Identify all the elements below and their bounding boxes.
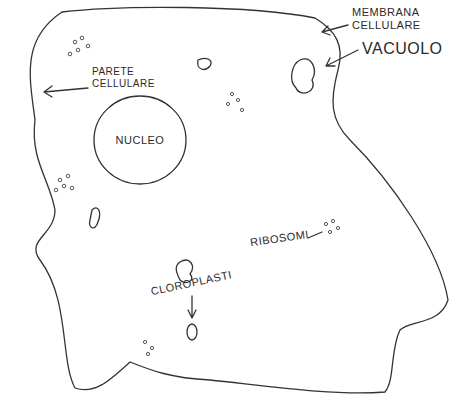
label-holder: PARETE CELLULARE bbox=[92, 66, 176, 89]
vacuole bbox=[198, 58, 211, 69]
part-label: PARETE CELLULARE bbox=[92, 66, 176, 89]
label-holder: CLOROPLASTI bbox=[150, 267, 241, 298]
granules bbox=[54, 36, 339, 355]
nucleus-circle: NUCLEO bbox=[92, 92, 188, 188]
part-label: CLOROPLASTI bbox=[150, 267, 241, 298]
vacuole bbox=[292, 59, 315, 93]
cell-outline bbox=[30, 7, 448, 393]
chloroplast bbox=[187, 324, 197, 340]
label-holder: RIBOSOMI bbox=[249, 228, 310, 249]
label-holder: MEMBRANA CELLULARE bbox=[352, 6, 452, 31]
leader-arrow bbox=[44, 86, 88, 97]
vacuole bbox=[90, 208, 100, 228]
organelle-name: NUCLEO bbox=[116, 134, 165, 146]
leader-arrow bbox=[322, 25, 348, 35]
part-label: RIBOSOMI bbox=[249, 228, 310, 249]
label-holder: VACUOLO bbox=[362, 40, 457, 58]
part-label: MEMBRANA CELLULARE bbox=[352, 6, 452, 31]
leader-arrow bbox=[188, 296, 196, 318]
leader-tick bbox=[308, 232, 322, 238]
nucleus-outline bbox=[94, 96, 186, 184]
leader-arrow bbox=[326, 50, 358, 66]
part-label: VACUOLO bbox=[362, 40, 457, 58]
